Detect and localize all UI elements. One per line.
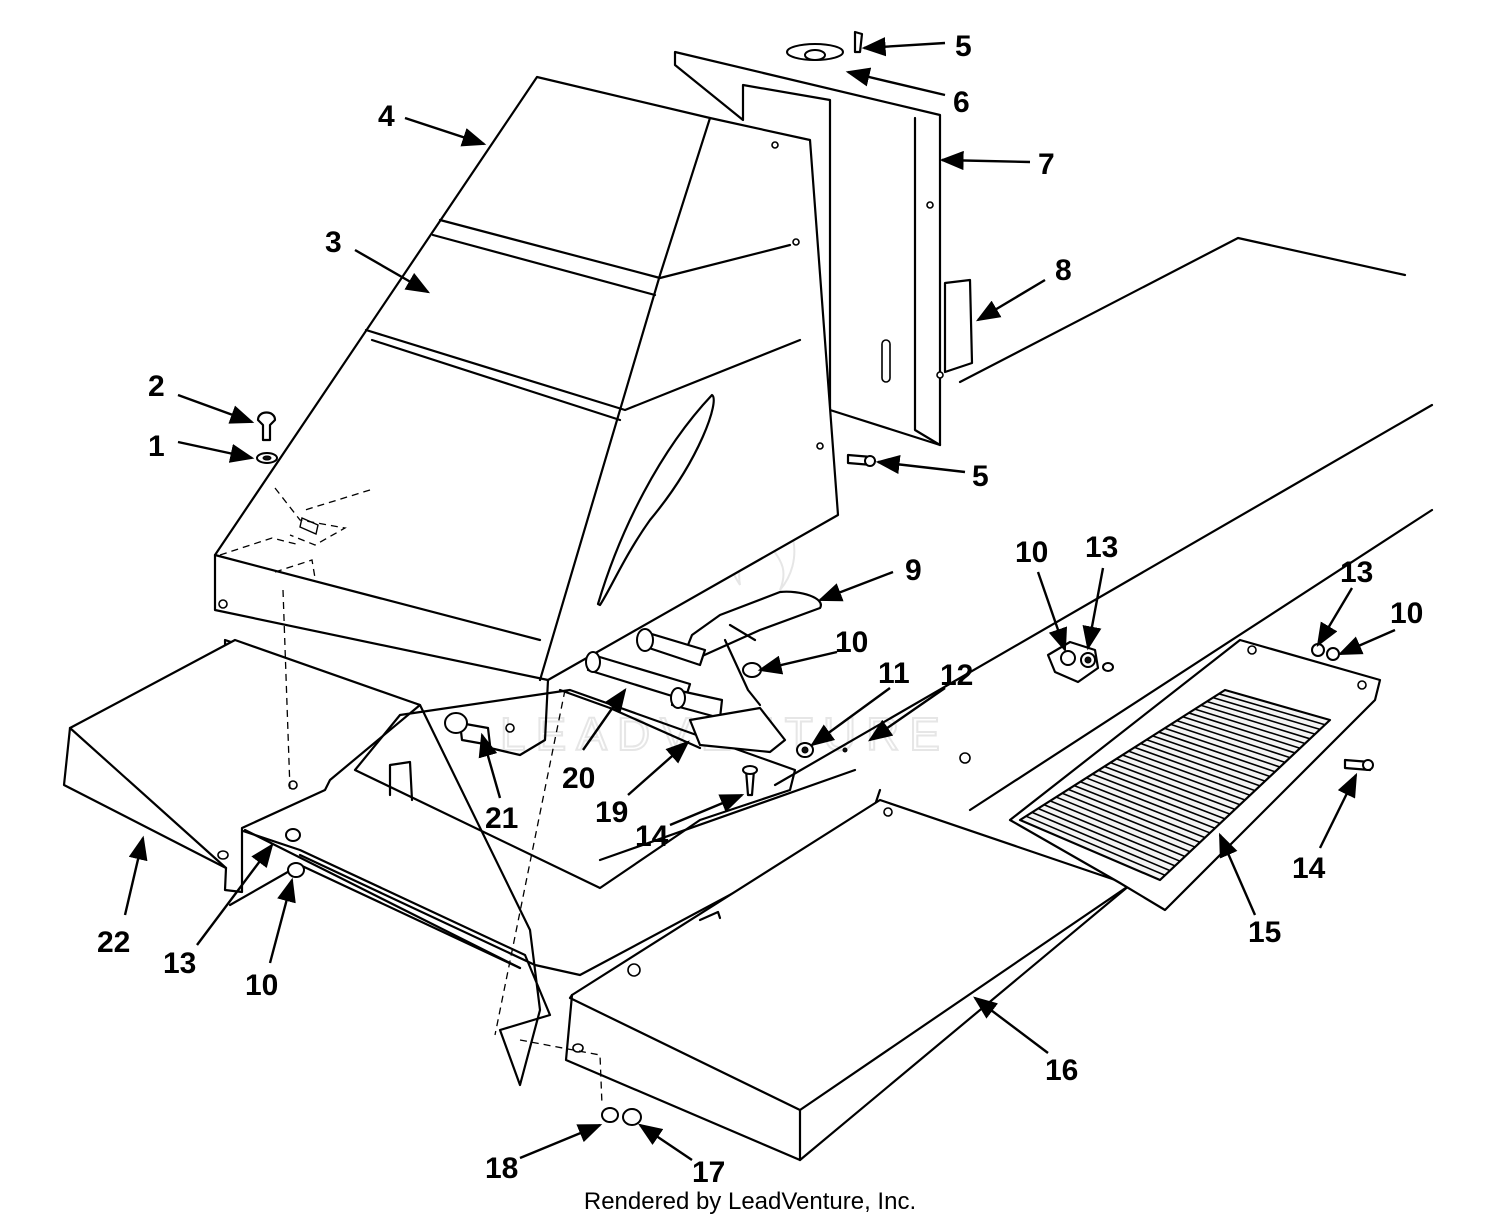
step-rib bbox=[1158, 731, 1276, 773]
step-rib bbox=[1206, 700, 1316, 735]
step-rib bbox=[1164, 727, 1281, 768]
callout-13-mid: 13 bbox=[1085, 531, 1118, 564]
console-opening bbox=[353, 688, 797, 890]
step-rib bbox=[1110, 761, 1236, 811]
step-rib bbox=[1073, 784, 1206, 839]
bracket bbox=[943, 278, 974, 374]
step-rib bbox=[1122, 754, 1246, 801]
callout-5-side: 5 bbox=[972, 460, 989, 493]
step-rib bbox=[1128, 750, 1251, 797]
left-foot-cover bbox=[62, 638, 522, 970]
step-rib bbox=[1200, 704, 1311, 740]
step-rib bbox=[1061, 792, 1196, 848]
step-rib bbox=[1134, 746, 1256, 792]
callout-labels: 1 2 3 4 5 6 7 8 5 9 10 11 12 10 13 13 10… bbox=[97, 30, 1423, 1189]
step-ribs bbox=[1025, 693, 1326, 877]
callout-14-right: 14 bbox=[1292, 852, 1326, 885]
step-rib bbox=[1188, 712, 1301, 749]
step-rib bbox=[1098, 769, 1226, 820]
callout-3: 3 bbox=[325, 226, 342, 259]
step-panel bbox=[1008, 638, 1382, 912]
step-rib bbox=[1170, 723, 1286, 764]
callout-9: 9 bbox=[905, 554, 922, 587]
callout-1: 1 bbox=[148, 430, 165, 463]
knob bbox=[444, 712, 492, 747]
step-rib bbox=[1194, 708, 1306, 745]
callout-21: 21 bbox=[485, 802, 518, 835]
callout-10-right: 10 bbox=[1390, 597, 1423, 630]
step-rib bbox=[1067, 788, 1201, 844]
callout-18: 18 bbox=[485, 1152, 518, 1185]
step-rib bbox=[1140, 742, 1261, 787]
step-rib bbox=[1049, 800, 1186, 858]
step-rib bbox=[1086, 777, 1216, 829]
step-rib bbox=[1176, 719, 1291, 759]
step-rib bbox=[1104, 765, 1231, 815]
callout-14-center: 14 bbox=[635, 820, 669, 853]
console-rear-panel bbox=[673, 50, 944, 447]
step-rib bbox=[1043, 803, 1181, 862]
callout-16: 16 bbox=[1045, 1054, 1078, 1087]
callout-13-left: 13 bbox=[163, 947, 196, 980]
callout-5-top: 5 bbox=[955, 30, 972, 63]
callout-7: 7 bbox=[1038, 148, 1055, 181]
step-rib bbox=[1025, 815, 1166, 877]
step-rib bbox=[1116, 758, 1241, 806]
step-rib bbox=[1031, 811, 1171, 872]
console-housing bbox=[213, 75, 840, 1106]
callout-15: 15 bbox=[1248, 916, 1281, 949]
step-rib bbox=[1080, 781, 1211, 834]
step-rib bbox=[1152, 735, 1271, 778]
callout-12: 12 bbox=[940, 659, 973, 692]
callout-20: 20 bbox=[562, 762, 595, 795]
front-panel bbox=[564, 798, 1132, 1162]
step-rib bbox=[1146, 738, 1266, 782]
step-rib bbox=[1218, 693, 1326, 726]
callout-10-left: 10 bbox=[245, 969, 278, 1002]
callout-6: 6 bbox=[953, 86, 970, 119]
callout-4: 4 bbox=[378, 100, 395, 133]
step-rib bbox=[1055, 796, 1191, 853]
lever-assembly bbox=[558, 590, 822, 754]
leader-arrows bbox=[123, 37, 1396, 1161]
callout-19: 19 bbox=[595, 796, 628, 829]
callout-17: 17 bbox=[692, 1156, 725, 1189]
step-rib bbox=[1182, 716, 1296, 754]
footer-credit: Rendered by LeadVenture, Inc. bbox=[583, 1188, 917, 1215]
callout-10-center: 10 bbox=[835, 626, 868, 659]
callout-10-mid: 10 bbox=[1015, 536, 1048, 569]
step-rib bbox=[1037, 807, 1176, 867]
callout-13-right: 13 bbox=[1340, 556, 1373, 589]
callout-8: 8 bbox=[1055, 254, 1072, 287]
callout-22: 22 bbox=[97, 926, 130, 959]
step-rib bbox=[1092, 773, 1221, 825]
step-rib bbox=[1212, 696, 1321, 731]
callout-2: 2 bbox=[148, 370, 165, 403]
callout-11: 11 bbox=[878, 657, 910, 690]
